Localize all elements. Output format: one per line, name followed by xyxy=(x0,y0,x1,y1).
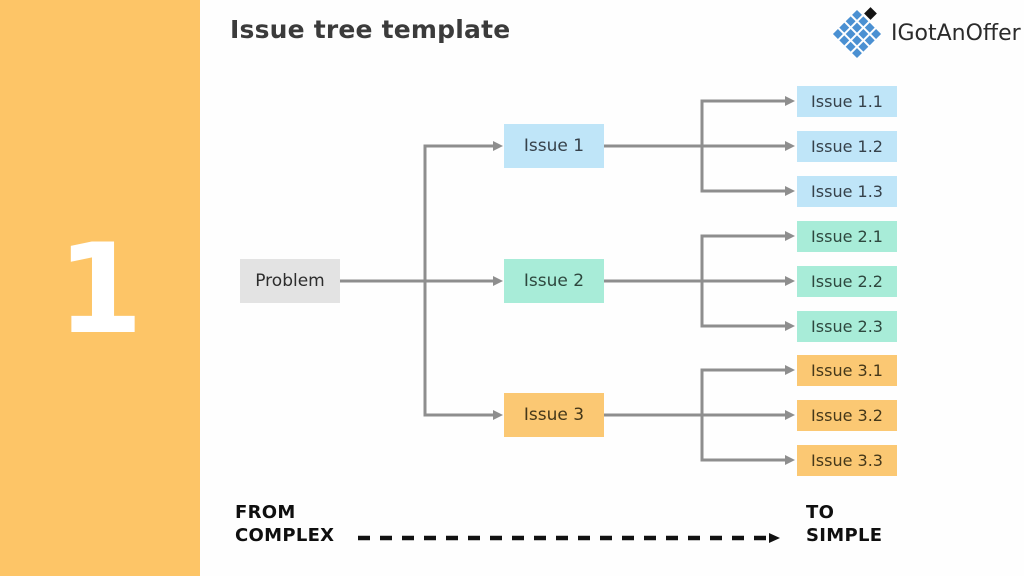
node-issue-3-label: Issue 3 xyxy=(523,405,585,425)
to-simple-line1: TO xyxy=(806,502,835,523)
node-issue-1-1-label: Issue 1.1 xyxy=(811,91,883,111)
node-issue-1-label: Issue 1 xyxy=(523,136,585,156)
node-issue-2-2-label: Issue 2.2 xyxy=(811,271,883,291)
node-issue-1-2: Issue 1.2 xyxy=(797,130,897,162)
node-issue-3: Issue 3 xyxy=(504,393,604,437)
node-issue-3-1: Issue 3.1 xyxy=(797,354,897,386)
logo-black-diamond xyxy=(864,7,877,20)
slide-number: 1 xyxy=(56,218,144,362)
to-simple-label: TO SIMPLE xyxy=(806,501,882,547)
diamond-grid-icon xyxy=(832,7,884,59)
node-problem-label: Problem xyxy=(255,271,325,291)
sidebar: 1 xyxy=(0,0,200,576)
from-complex-line1: FROM xyxy=(235,502,296,523)
node-issue-1-3: Issue 1.3 xyxy=(797,175,897,207)
node-issue-2-3-label: Issue 2.3 xyxy=(811,316,883,336)
from-complex-line2: COMPLEX xyxy=(235,525,335,546)
node-issue-1-3-label: Issue 1.3 xyxy=(811,181,883,201)
node-issue-2-1-label: Issue 2.1 xyxy=(811,226,883,246)
node-issue-3-2-label: Issue 3.2 xyxy=(811,405,883,425)
node-problem: Problem xyxy=(240,259,340,303)
node-issue-2-1: Issue 2.1 xyxy=(797,220,897,252)
node-issue-3-2: Issue 3.2 xyxy=(797,399,897,431)
node-issue-3-3-label: Issue 3.3 xyxy=(811,450,883,470)
node-issue-2-label: Issue 2 xyxy=(523,271,585,291)
node-issue-3-1-label: Issue 3.1 xyxy=(811,360,883,380)
page-title: Issue tree template xyxy=(230,15,511,44)
from-complex-label: FROM COMPLEX xyxy=(235,501,334,547)
node-issue-3-3: Issue 3.3 xyxy=(797,444,897,476)
brand-name: IGotAnOffer xyxy=(891,20,1021,46)
node-issue-1-1: Issue 1.1 xyxy=(797,85,897,117)
node-issue-2: Issue 2 xyxy=(504,259,604,303)
node-issue-1: Issue 1 xyxy=(504,124,604,168)
to-simple-line2: SIMPLE xyxy=(806,525,883,546)
brand-logo: IGotAnOffer xyxy=(832,7,1021,59)
node-issue-2-3: Issue 2.3 xyxy=(797,310,897,342)
logo-grid xyxy=(832,9,882,59)
node-issue-2-2: Issue 2.2 xyxy=(797,265,897,297)
node-issue-1-2-label: Issue 1.2 xyxy=(811,136,883,156)
